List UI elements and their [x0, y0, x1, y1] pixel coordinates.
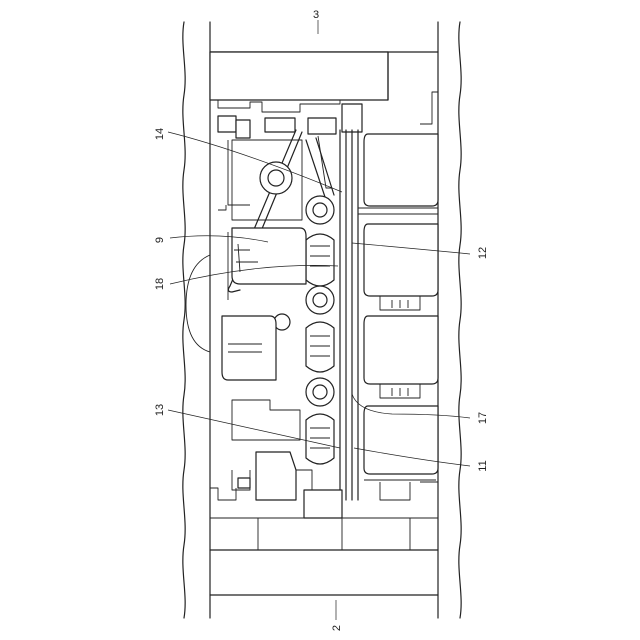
right-cells: [358, 134, 438, 474]
housing-wall-right: [459, 22, 461, 618]
ref-label-14: 14: [154, 128, 166, 140]
ref-label-3: 3: [313, 9, 319, 21]
ref-label-2: 2: [331, 625, 343, 631]
central-shaft: [340, 130, 358, 500]
ref-label-12: 12: [477, 247, 489, 259]
ref-label-11: 11: [477, 460, 489, 471]
ref-label-13: 13: [154, 404, 166, 416]
reference-numerals: 3 14 9 18 12 13 17 11 2: [154, 9, 489, 631]
top-cover-block: [210, 52, 438, 124]
ref-label-17: 17: [477, 412, 489, 424]
housing-wall-left: [183, 22, 185, 618]
guide-rods: [306, 136, 334, 200]
ref-label-9: 9: [154, 237, 166, 243]
ref-label-18: 18: [154, 278, 166, 290]
